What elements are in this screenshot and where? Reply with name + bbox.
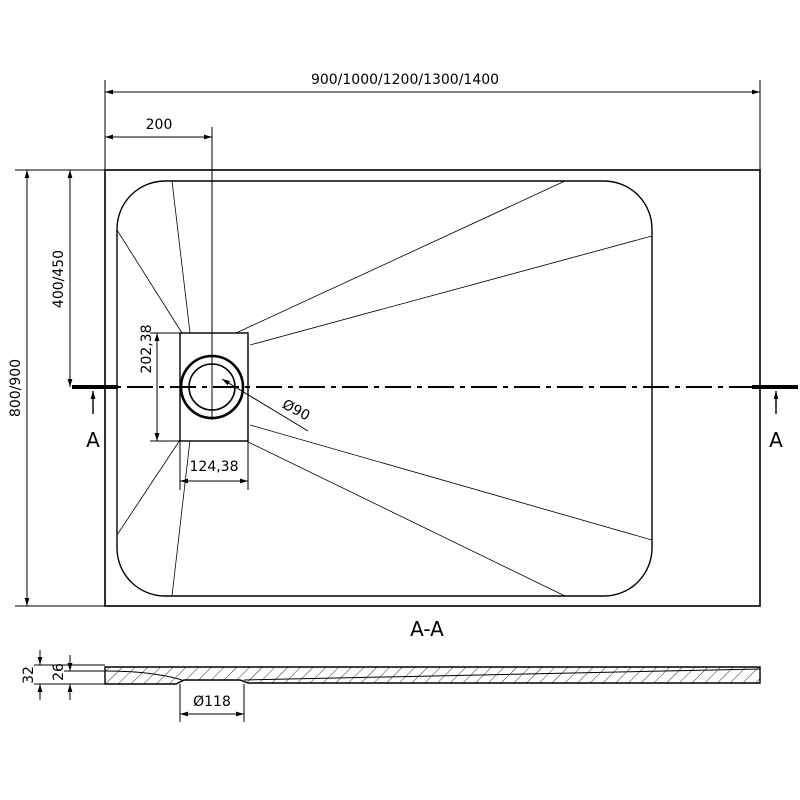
- slope-lines: [116, 180, 653, 597]
- dim-drain-cover-width: 124,38: [190, 459, 239, 475]
- dim-total-height: 800/900: [8, 359, 24, 417]
- dim-drain-from-top: 400/450: [51, 250, 67, 308]
- dim-leader-drain-diameter: [221, 378, 309, 432]
- dim-section-drain-diameter: Ø118: [193, 694, 231, 710]
- dim-drain-offset: 200: [146, 117, 173, 133]
- dim-drain-diameter: Ø90: [279, 397, 312, 425]
- section-surface-left: [104, 670, 183, 681]
- dim-section-inner-height: 26: [51, 663, 67, 681]
- dim-section-outer-height: 32: [21, 666, 37, 684]
- section-view: A-A 32 26 Ø118: [21, 617, 761, 722]
- dimensions: [15, 80, 761, 607]
- section-title: A-A: [410, 617, 444, 641]
- dim-drain-cover-height: 202,38: [139, 325, 155, 374]
- plan-view: A A: [72, 127, 798, 607]
- section-marker-right: A: [769, 428, 783, 452]
- section-marker-left: A: [86, 428, 100, 452]
- dimension-labels: 900/1000/1200/1300/1400 200 800/900 400/…: [8, 72, 499, 475]
- dim-total-width: 900/1000/1200/1300/1400: [311, 72, 499, 88]
